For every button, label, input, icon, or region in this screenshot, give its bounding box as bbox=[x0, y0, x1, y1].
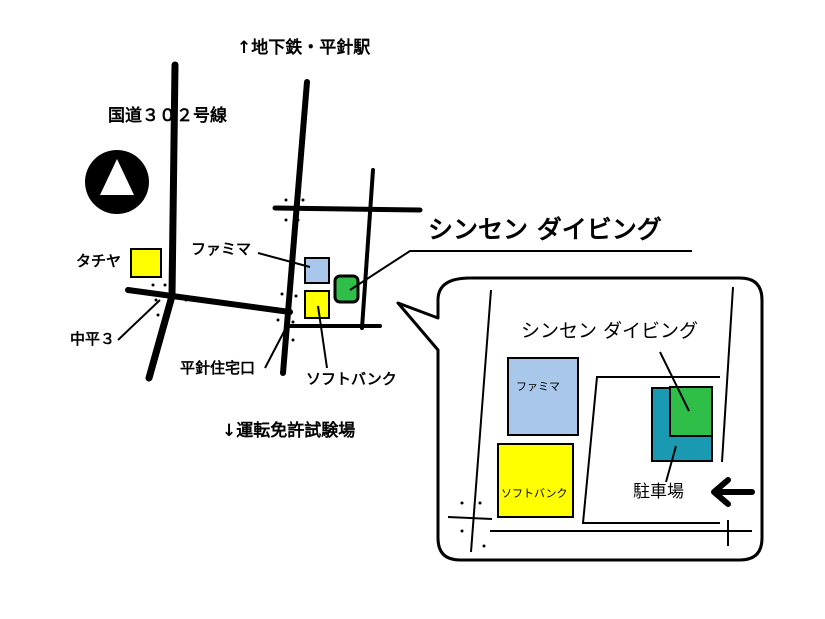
inset-lot-outline bbox=[581, 376, 720, 524]
shop-title: シンセン ダイビング bbox=[428, 215, 662, 244]
inset-shop-label: シンセン ダイビング bbox=[521, 320, 699, 342]
softbank-building bbox=[304, 290, 330, 319]
entrance-leader bbox=[264, 321, 290, 369]
nakahira-leader bbox=[117, 299, 161, 341]
station-road bbox=[280, 79, 310, 376]
inset-softbank-label: ソフトバンク bbox=[501, 487, 568, 500]
inset-parking-label: 駐車場 bbox=[633, 482, 684, 502]
inset-callout-frame bbox=[396, 276, 764, 562]
nakahira3-label: 中平３ bbox=[70, 330, 116, 348]
inset-road-right bbox=[721, 286, 734, 463]
to-station-label: ↑地下鉄・平針駅 bbox=[237, 38, 371, 58]
inset-crosswalk-marks bbox=[460, 501, 486, 548]
tachiya-building bbox=[130, 248, 162, 278]
inset-softbank-building bbox=[497, 443, 574, 518]
right-street bbox=[360, 168, 375, 330]
shop-leader bbox=[349, 250, 692, 291]
crosswalk-marks bbox=[151, 198, 305, 342]
north-arrow-icon bbox=[85, 150, 149, 214]
hirabari-entrance-label: 平針住宅口 bbox=[180, 359, 256, 377]
upper-street bbox=[272, 205, 423, 213]
inset-famima-building bbox=[507, 357, 579, 436]
famima-leader bbox=[257, 252, 311, 268]
famima-label: ファミマ bbox=[191, 240, 252, 258]
route-302-label: 国道３０２号線 bbox=[108, 106, 227, 126]
entrance-arrow-icon bbox=[711, 477, 755, 507]
east-west-road bbox=[125, 287, 293, 315]
inset-famima-label: ファミマ bbox=[516, 380, 560, 393]
shop-marker bbox=[333, 274, 360, 304]
to-testcenter-label: ↓運転免許試験場 bbox=[222, 421, 356, 441]
inset-shop-leader bbox=[659, 351, 690, 412]
softbank-label: ソフトバンク bbox=[306, 370, 397, 388]
softbank-leader bbox=[317, 305, 328, 369]
inset-shop-building bbox=[669, 386, 713, 437]
inset-parking-leader bbox=[665, 445, 677, 483]
famima-building bbox=[304, 257, 330, 284]
inset-road-left bbox=[470, 289, 492, 553]
route-302-road-south bbox=[145, 292, 176, 382]
tachiya-label: タチヤ bbox=[76, 252, 122, 270]
inset-road-bottom bbox=[447, 516, 493, 520]
route-302-road bbox=[168, 61, 179, 300]
